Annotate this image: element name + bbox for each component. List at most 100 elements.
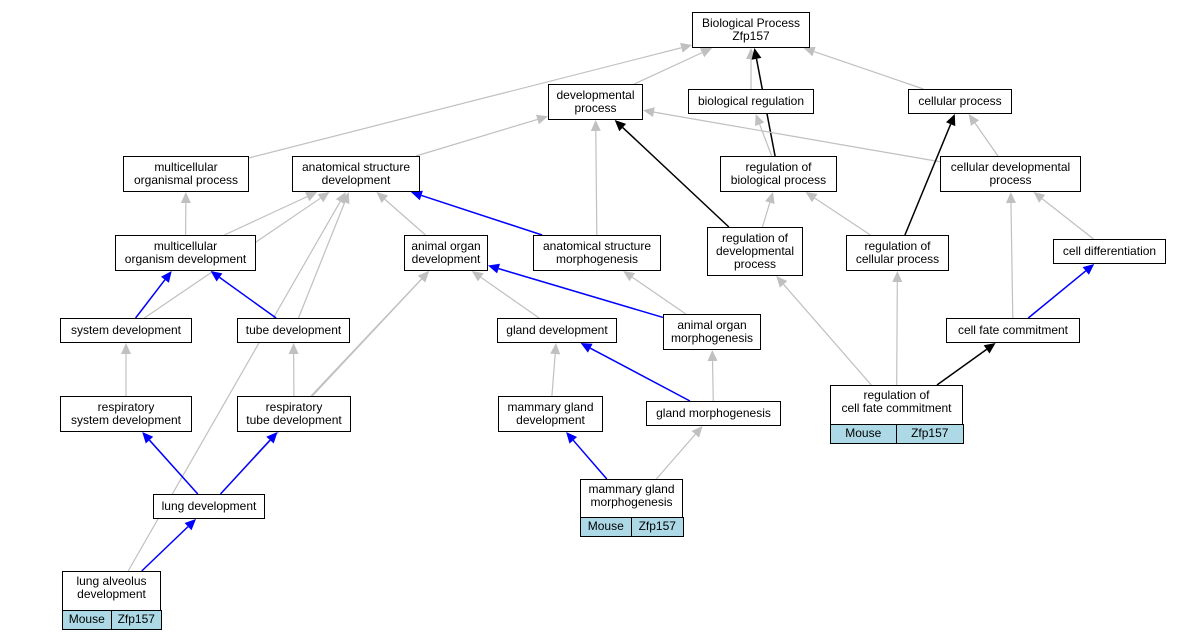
edge-is_a-gland_morph-to-animal_organ_morph (711, 360, 714, 402)
arrowhead-is_a (471, 271, 484, 282)
arrowhead-is_a (700, 48, 713, 58)
node-label: cell fate commitment (841, 401, 952, 415)
node-label: process (989, 173, 1032, 187)
node-multicellular-organismal-process[interactable]: multicellular organismal process (123, 156, 249, 192)
node-label: animal organ (411, 239, 481, 253)
edge-part_of-lung_dev-to-resp_sys_dev (148, 439, 199, 495)
species-tag[interactable]: Mouse (579, 516, 632, 537)
node-label: biological regulation (697, 94, 805, 108)
node-cell-differentiation[interactable]: cell differentiation (1053, 239, 1166, 264)
arrowhead-regulates (983, 343, 996, 354)
node-label: developmental (556, 88, 635, 102)
node-label: respiratory (265, 400, 323, 414)
node-regulation-of-developmental-process[interactable]: regulation of developmental process (707, 227, 803, 276)
node-label: cellular process (855, 252, 940, 266)
node-label: developmental (715, 244, 795, 258)
edge-is_a-cell_dev_proc-to-cell_proc (974, 122, 999, 157)
edge-is_a-gland_dev-to-animal_organ_dev (480, 276, 540, 319)
node-label: multicellular (154, 160, 218, 174)
edge-part_of-gland_morph-to-gland_dev (589, 347, 691, 402)
edge-is_a-reg_cell_fate-to-reg_dev_proc (783, 283, 872, 386)
edge-regulates-reg_cell_fate-to-cell_fate (936, 348, 988, 386)
node-respiratory-tube-development[interactable]: respiratory tube development (237, 396, 351, 432)
node-gland-development[interactable]: gland development (497, 318, 617, 343)
node-label: anatomical structure (542, 239, 652, 253)
arrowhead-is_a (376, 192, 389, 203)
arrowhead-is_a (691, 426, 703, 438)
arrowhead-part_of (580, 343, 593, 353)
edge-part_of-mammary_morph-to-mammary_dev (572, 439, 608, 480)
node-label: organismal process (133, 173, 239, 187)
node-label: animal organ (677, 318, 747, 332)
node-regulation-of-cellular-process[interactable]: regulation of cellular process (846, 235, 949, 271)
arrowhead-is_a (707, 350, 718, 362)
node-system-development[interactable]: system development (60, 318, 192, 343)
node-lung-alveolus-development[interactable]: lung alveolus development Mouse Zfp157 (61, 571, 162, 630)
arrowhead-regulates (614, 120, 627, 132)
node-label: morphogenesis (555, 252, 639, 266)
edge-part_of-anat_morph-to-anat_dev (421, 194, 543, 236)
edge-regulates-reg_cell_proc-to-cell_proc (904, 123, 952, 236)
arrowhead-part_of (1082, 264, 1095, 275)
arrowhead-is_a (1033, 192, 1046, 203)
arrowhead-part_of (210, 271, 223, 282)
node-tube-development[interactable]: tube development (237, 318, 350, 343)
species-tag[interactable]: Mouse (61, 609, 112, 630)
node-label: cellular developmental (950, 160, 1071, 174)
node-label: mammary gland (507, 400, 594, 414)
node-biological-process[interactable]: Biological Process Zfp157 (692, 12, 810, 48)
node-gland-morphogenesis[interactable]: gland morphogenesis (646, 401, 781, 426)
node-lung-development[interactable]: lung development (153, 494, 265, 519)
node-label: biological process (730, 173, 827, 187)
arrowhead-regulates (946, 114, 956, 127)
arrowhead-part_of (161, 271, 172, 283)
arrowhead-is_a (317, 192, 330, 203)
edge-is_a-mammary_dev-to-gland_dev (551, 353, 556, 397)
gene-tag[interactable]: Zfp157 (632, 516, 684, 537)
node-animal-organ-development[interactable]: animal organ development (404, 235, 488, 271)
node-label: gland morphogenesis (656, 406, 771, 420)
gene-tag[interactable]: Zfp157 (897, 423, 964, 444)
node-label: morphogenesis (670, 331, 754, 345)
node-label: multicellular (153, 239, 218, 253)
arrowhead-is_a (643, 107, 655, 117)
node-regulation-of-biological-process[interactable]: regulation of biological process (720, 156, 837, 192)
arrowhead-is_a (418, 271, 430, 283)
node-label: gland development (506, 323, 608, 337)
node-label: anatomical structure (301, 160, 411, 174)
arrowhead-is_a (550, 343, 561, 355)
node-label: system development (70, 413, 182, 427)
node-label: morphogenesis (590, 495, 673, 509)
node-mammary-gland-development[interactable]: mammary gland development (498, 396, 603, 432)
node-cellular-process[interactable]: cellular process (908, 89, 1012, 114)
node-biological-regulation[interactable]: biological regulation (688, 89, 814, 114)
arrowhead-part_of (488, 263, 500, 274)
node-label: respiratory (97, 400, 155, 414)
node-anatomical-structure-morphogenesis[interactable]: anatomical structure morphogenesis (533, 235, 661, 271)
node-regulation-of-cell-fate-commitment[interactable]: regulation of cell fate commitment Mouse… (829, 385, 964, 444)
edge-is_a-multi_org_dev-to-anat_dev (224, 196, 308, 236)
node-anatomical-structure-development[interactable]: anatomical structure development (292, 156, 420, 192)
node-label: development (516, 413, 585, 427)
edge-is_a-reg_dev_proc-to-reg_bio_proc (761, 202, 771, 228)
gene-tag[interactable]: Zfp157 (112, 609, 162, 630)
node-respiratory-system-development[interactable]: respiratory system development (60, 396, 192, 432)
edge-is_a-anat_morph-to-dev_proc (595, 130, 598, 236)
arrowhead-is_a (776, 276, 788, 288)
edge-part_of-tube_dev-to-multi_org_dev (219, 276, 277, 319)
arrowhead-is_a (765, 192, 775, 204)
edge-part_of-animal_organ_morph-to-animal_organ_dev (498, 267, 664, 319)
node-multicellular-organism-development[interactable]: multicellular organism development (115, 235, 256, 271)
node-cellular-developmental-process[interactable]: cellular developmental process (940, 156, 1081, 192)
node-cell-fate-commitment[interactable]: cell fate commitment (946, 318, 1080, 343)
node-animal-organ-morphogenesis[interactable]: animal organ morphogenesis (663, 314, 761, 350)
node-label: process (733, 257, 777, 271)
node-developmental-process[interactable]: developmental process (548, 84, 643, 120)
node-label: cell fate commitment (957, 323, 1069, 337)
arrowhead-part_of (142, 432, 154, 444)
node-mammary-gland-morphogenesis[interactable]: mammary gland morphogenesis Mouse Zfp157 (579, 479, 684, 537)
edge-part_of-lung_alv-to-lung_dev (141, 526, 189, 572)
species-tag[interactable]: Mouse (829, 423, 897, 444)
annotation-row: Mouse Zfp157 (829, 423, 964, 444)
node-label: regulation of (864, 239, 931, 253)
